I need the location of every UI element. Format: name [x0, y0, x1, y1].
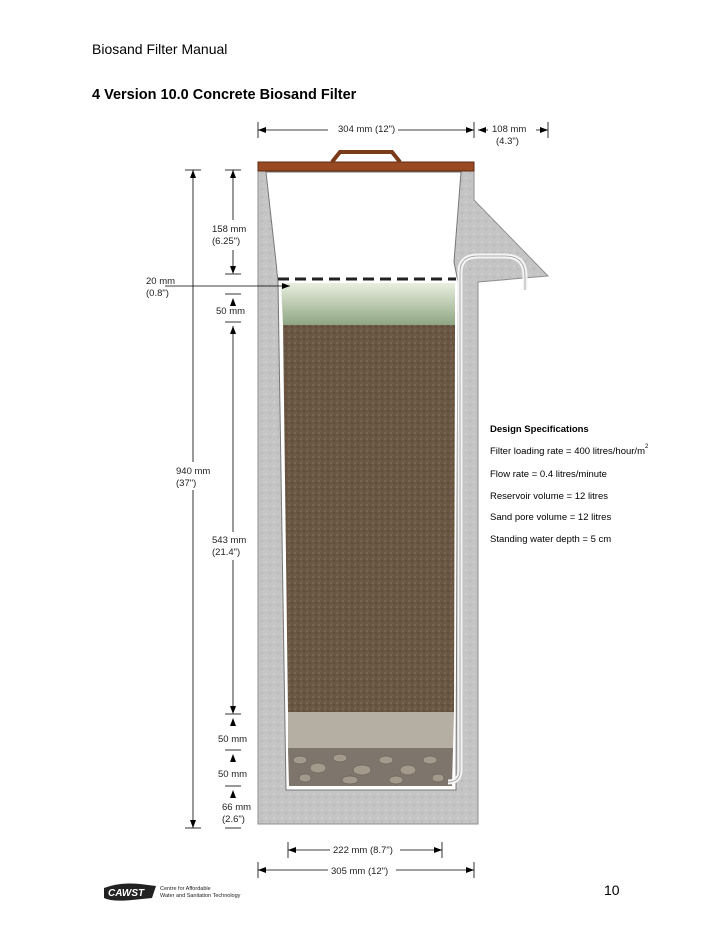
bottom-inner-width-label: 222 mm (8.7")	[333, 845, 393, 856]
outlet-width-mm-label: 108 mm	[492, 124, 527, 135]
manual-title: Biosand Filter Manual	[92, 41, 228, 57]
spec-loading-rate: Filter loading rate = 400 litres/hour/m2	[490, 444, 649, 458]
spec-loading-rate-sup: 2	[644, 444, 649, 450]
drainage-gravel-layer	[288, 748, 453, 786]
total-height-in-label: (37")	[176, 478, 197, 489]
gravel-stones	[292, 753, 445, 785]
lid	[257, 161, 475, 172]
specs-title: Design Specifications	[490, 424, 589, 435]
total-height-mm-label: 940 mm	[176, 466, 211, 477]
logo-name: CAWST	[108, 888, 145, 899]
spec-loading-rate-text: Filter loading rate = 400 litres/hour/m	[490, 446, 645, 458]
diffuser-gap-in-label: (0.8")	[146, 288, 169, 299]
diffuser-gap-mm-label: 20 mm	[146, 276, 176, 287]
spec-pore-volume: Sand pore volume = 12 litres	[490, 512, 612, 523]
lid-handle-icon	[330, 150, 402, 164]
logo-line-1: Centre for Affordable	[160, 886, 211, 892]
dimension-lines	[165, 122, 549, 878]
cawst-logo-icon: CAWST	[104, 883, 156, 901]
outlet-width-in-label: (4.3")	[496, 136, 519, 147]
separation-gravel-label: 50 mm	[218, 734, 248, 745]
standing-water-layer	[281, 283, 455, 325]
separation-gravel-layer	[288, 712, 454, 748]
base-depth-in-label: (2.6")	[222, 814, 245, 825]
drainage-gravel-label: 50 mm	[218, 769, 248, 780]
spec-reservoir-volume: Reservoir volume = 12 litres	[490, 491, 609, 502]
bottom-outer-width-label: 305 mm (12")	[331, 866, 389, 877]
sand-depth-mm-label: 543 mm	[212, 535, 247, 546]
filtration-sand-layer	[283, 325, 455, 712]
spec-flow-rate: Flow rate = 0.4 litres/minute	[490, 469, 607, 480]
section-heading: 4 Version 10.0 Concrete Biosand Filter	[92, 87, 357, 103]
standing-water-depth-label: 50 mm	[216, 306, 246, 317]
dimension-arrows	[190, 127, 548, 873]
logo-line-2: Water and Sanitation Technology	[160, 893, 241, 899]
sand-depth-in-label: (21.4")	[212, 547, 241, 558]
spec-standing-depth: Standing water depth = 5 cm	[490, 534, 612, 545]
page-number: 10	[604, 882, 620, 898]
reservoir-depth-mm-label: 158 mm	[212, 224, 247, 235]
base-depth-mm-label: 66 mm	[222, 802, 252, 813]
reservoir-depth-in-label: (6.25")	[212, 236, 241, 247]
top-width-label: 304 mm (12")	[338, 124, 396, 135]
